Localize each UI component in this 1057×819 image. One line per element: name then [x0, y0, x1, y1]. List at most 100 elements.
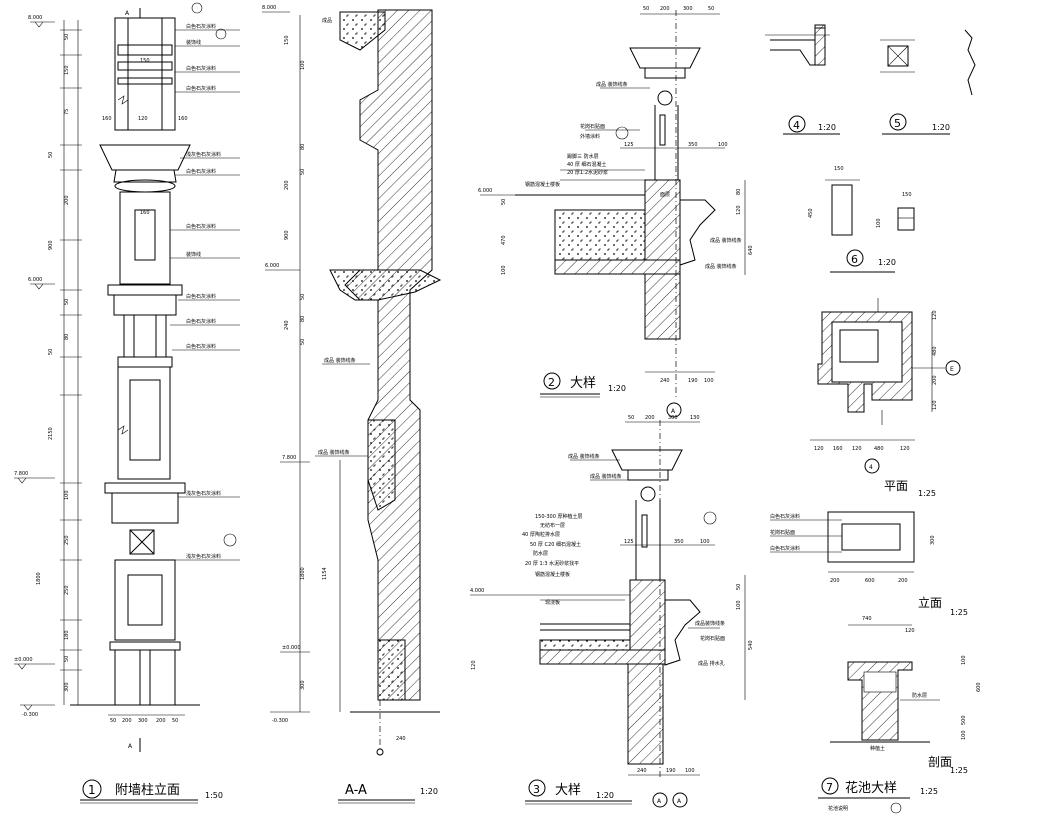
note-text: 成品 装饰线条 — [710, 237, 742, 244]
drawing-scale: 1:20 — [932, 123, 950, 132]
dim-text: 1800 — [36, 572, 42, 585]
plan-title: 平面 — [884, 479, 908, 493]
note-text: 40 厚陶粒排水层 — [522, 531, 560, 538]
note-text: 白色石灰涂料 — [186, 23, 216, 30]
note-text: 白色石灰涂料 — [186, 318, 216, 325]
dim-text: 120 — [471, 660, 477, 670]
dim-text: 160 — [140, 210, 150, 216]
dim-text: 125 — [624, 142, 634, 148]
note-text: 白色石灰涂料 — [770, 513, 800, 520]
dim-text: 50 — [64, 656, 70, 662]
dim-text: 190 — [688, 378, 698, 384]
drawing-number: 7 — [826, 781, 833, 794]
drawing-title: 附墙柱立面 — [115, 783, 180, 798]
section-mark-top: A — [125, 10, 130, 17]
axis-label: E — [950, 366, 954, 373]
drawing-title: 花池大样 — [845, 780, 897, 796]
axis-label: A — [677, 798, 682, 805]
section-scale: 1:25 — [950, 766, 968, 775]
drawing-2-title: 2 大样 1:20 — [540, 372, 626, 398]
dim-text: 50 — [64, 34, 70, 40]
note-text: 花岗石贴面 — [770, 529, 795, 536]
dim-text: 120 — [932, 400, 938, 410]
aa-dimensions: 150 100 80 50 200 900 50 80 240 50 300 1… — [284, 15, 406, 742]
level-label: -0.300 — [272, 718, 288, 724]
plan-scale: 1:25 — [918, 489, 936, 498]
drawing-scale: 1:20 — [878, 258, 896, 267]
dim-text: 100 — [64, 490, 70, 500]
drawing-7-title: 7 花池大样 1:25 花池说明 — [818, 777, 938, 814]
beam-hatch — [629, 579, 666, 651]
note-text: 踢脚三 防水层 — [567, 153, 599, 160]
drawing-3-title: 3 大样 1:20 — [525, 779, 632, 805]
dim-text: 80 — [300, 144, 306, 150]
wall-hatch — [344, 9, 433, 701]
dim-text: 150 — [140, 58, 150, 64]
note-text: 无纺布一层 — [540, 522, 565, 529]
dimension-chain-bottom: 50 200 300 200 50 — [108, 714, 185, 724]
dim-text: 120 — [852, 446, 862, 452]
drawing-number: 5 — [894, 117, 901, 130]
dim-text: 120 — [814, 446, 824, 452]
level-label: 7.800 — [282, 455, 296, 461]
dim-text: 50 — [48, 349, 54, 355]
section-mark-bottom: A — [128, 743, 133, 750]
note-text: 防水层 — [533, 550, 548, 557]
dim-text: 200 — [660, 6, 670, 12]
drawing-title: 大样 — [570, 376, 596, 391]
dim-text: 100 — [685, 768, 695, 774]
note-text: 浅灰色石灰涂料 — [186, 151, 221, 158]
note-text: 白色石灰涂料 — [186, 223, 216, 230]
drawing-title: A-A — [345, 783, 367, 798]
dim-text: 300 — [300, 680, 306, 690]
dim-text: 50 — [300, 169, 306, 175]
dim-text: 350 — [688, 142, 698, 148]
note-text: 钢筋混凝土楼板 — [525, 181, 560, 188]
drawing-number: 4 — [793, 119, 800, 132]
dim-text: 180 — [64, 630, 70, 640]
level-label: ±0.000 — [282, 645, 301, 651]
dim-text: 120 — [905, 628, 915, 634]
dim-text: 125 — [624, 539, 634, 545]
drawing-1-elevation: A A 8.000 6.000 7.800 ±0.000 -0.300 — [14, 2, 240, 804]
level-label: 8.000 — [28, 15, 42, 21]
slab-hatch — [554, 259, 681, 275]
dim-text: 200 — [284, 180, 290, 190]
level-label: 6.000 — [478, 188, 492, 194]
dim-text: 50 — [501, 199, 507, 205]
dim-text: 100 — [876, 218, 882, 228]
column-outline — [70, 17, 200, 706]
leader-notes: 白色石灰涂料 装饰线 白色石灰涂料 白色石灰涂料 浅灰色石灰涂料 白色石灰涂料 … — [170, 2, 240, 561]
dim-text: 100 — [704, 378, 714, 384]
drawing-scale: 1:50 — [205, 791, 223, 800]
note-text: 浅灰色石灰涂料 — [186, 553, 221, 560]
note-text: 花岗石贴面 — [700, 635, 725, 642]
dim-text: 160 — [833, 446, 843, 452]
elevation-scale: 1:25 — [950, 608, 968, 617]
dim-text: 100 — [501, 265, 507, 275]
drawing-3-detail: 4.000 A A 50 200 300 130 50 100 120 540 … — [470, 415, 754, 808]
note-text: 白色石灰涂料 — [186, 65, 216, 72]
dim-text: 100 — [700, 539, 710, 545]
dim-text: 240 — [284, 320, 290, 330]
dim-text: 160 — [102, 116, 112, 122]
note-text: 白色石灰涂料 — [186, 293, 216, 300]
level-label: 6.000 — [28, 277, 42, 283]
dim-text: 200 — [932, 375, 938, 385]
base-concrete — [377, 639, 406, 701]
dimension-chain-left: 50 150 75 50 200 900 50 80 50 2150 100 2… — [36, 20, 82, 705]
drawing-scale: 1:25 — [920, 787, 938, 796]
dim-text: 200 — [122, 718, 132, 724]
dim-text: 250 — [64, 585, 70, 595]
dim-text: 900 — [48, 240, 54, 250]
drainage-layer — [539, 639, 631, 651]
note-text: 成品 装饰线条 — [568, 453, 600, 460]
cornice-concrete — [339, 11, 386, 51]
level-markers: 8.000 6.000 7.800 ±0.000 -0.300 — [14, 15, 55, 718]
drawing-1-title: 1 附墙柱立面 1:50 — [80, 779, 223, 804]
drawing-7-section: 740 120 100 600 500 100 防水层 种植土 剖面 1:25 — [830, 616, 982, 775]
dim-text: 480 — [874, 446, 884, 452]
note-text: 成品 装饰线条 — [590, 473, 622, 480]
dim-text: 120 — [932, 310, 938, 320]
dim-text: 50 — [736, 584, 742, 590]
